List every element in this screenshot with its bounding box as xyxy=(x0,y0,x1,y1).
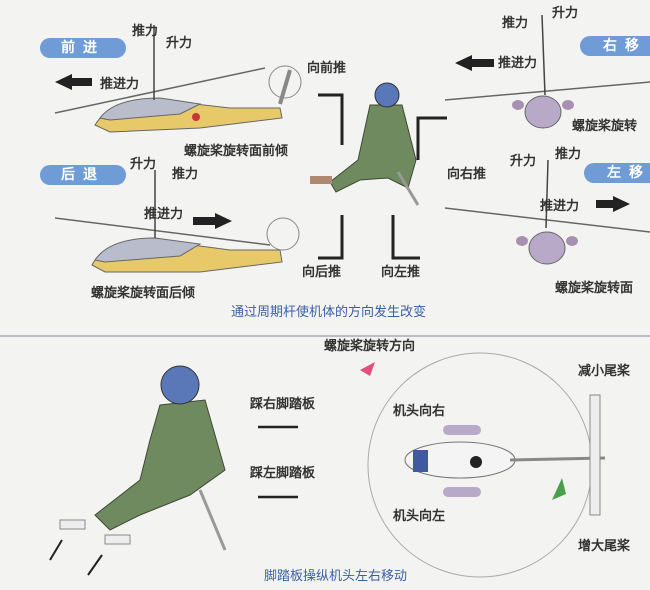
label-rotation-direction: 螺旋桨旋转方向 xyxy=(324,339,416,354)
label-propulsion: 推进力 xyxy=(144,207,184,222)
label-nose-left: 机头向左 xyxy=(393,509,446,524)
label-thrust: 推力 xyxy=(132,24,159,39)
label-left-pedal: 踩左脚踏板 xyxy=(250,466,316,481)
helicopter-backward-side-view xyxy=(54,170,300,273)
pilot-cyclic-figure xyxy=(310,82,420,206)
label-propulsion: 推进力 xyxy=(540,199,580,214)
arrow-right-icon xyxy=(596,196,630,212)
label-increase-tail-rotor: 增大尾桨 xyxy=(578,539,631,554)
rotation-arrow-icon xyxy=(360,362,375,376)
pilot-pedal-figure xyxy=(49,365,227,576)
label-stick-forward: 向前推 xyxy=(307,61,347,76)
label-thrust: 推力 xyxy=(502,16,529,31)
badge-left: 左移 xyxy=(584,163,650,183)
arrow-left-icon xyxy=(55,74,92,90)
badge-right: 右移 xyxy=(580,36,650,56)
bottom-caption: 脚踏板操纵机头左右移动 xyxy=(264,569,408,584)
label-decrease-tail-rotor: 减小尾桨 xyxy=(578,364,631,379)
label-rotor-tilt-backward: 螺旋桨旋转面后倾 xyxy=(91,286,196,301)
label-lift: 升力 xyxy=(166,36,193,51)
arrow-right-icon xyxy=(193,213,232,229)
label-thrust: 推力 xyxy=(555,147,582,162)
label-propulsion: 推进力 xyxy=(100,77,140,92)
label-stick-left: 向左推 xyxy=(381,265,421,280)
badge-backward: 后退 xyxy=(40,165,126,185)
arrow-left-icon xyxy=(455,55,494,71)
label-lift: 升力 xyxy=(130,157,157,172)
label-thrust: 推力 xyxy=(172,167,199,182)
top-caption: 通过周期杆使机体的方向发生改变 xyxy=(231,305,427,320)
label-rotor-left: 螺旋桨旋转面 xyxy=(555,281,634,296)
helicopter-top-view xyxy=(360,352,606,578)
stick-direction-arrows xyxy=(318,93,447,260)
label-stick-backward: 向后推 xyxy=(302,265,342,280)
label-propulsion: 推进力 xyxy=(498,56,538,71)
label-nose-right: 机头向右 xyxy=(393,404,446,419)
helicopter-right-front-view xyxy=(444,14,650,129)
label-rotor-right: 螺旋桨旋转 xyxy=(572,119,638,134)
label-lift: 升力 xyxy=(552,6,579,21)
label-right-pedal: 踩右脚踏板 xyxy=(250,397,316,412)
rotation-arrow-icon xyxy=(552,478,566,500)
helicopter-left-front-view xyxy=(444,159,650,265)
label-stick-right: 向右推 xyxy=(447,167,487,182)
label-rotor-tilt-forward: 螺旋桨旋转面前倾 xyxy=(184,144,289,159)
label-lift: 升力 xyxy=(510,154,537,169)
helicopter-forward-side-view xyxy=(54,25,302,133)
badge-forward: 前进 xyxy=(40,38,126,58)
